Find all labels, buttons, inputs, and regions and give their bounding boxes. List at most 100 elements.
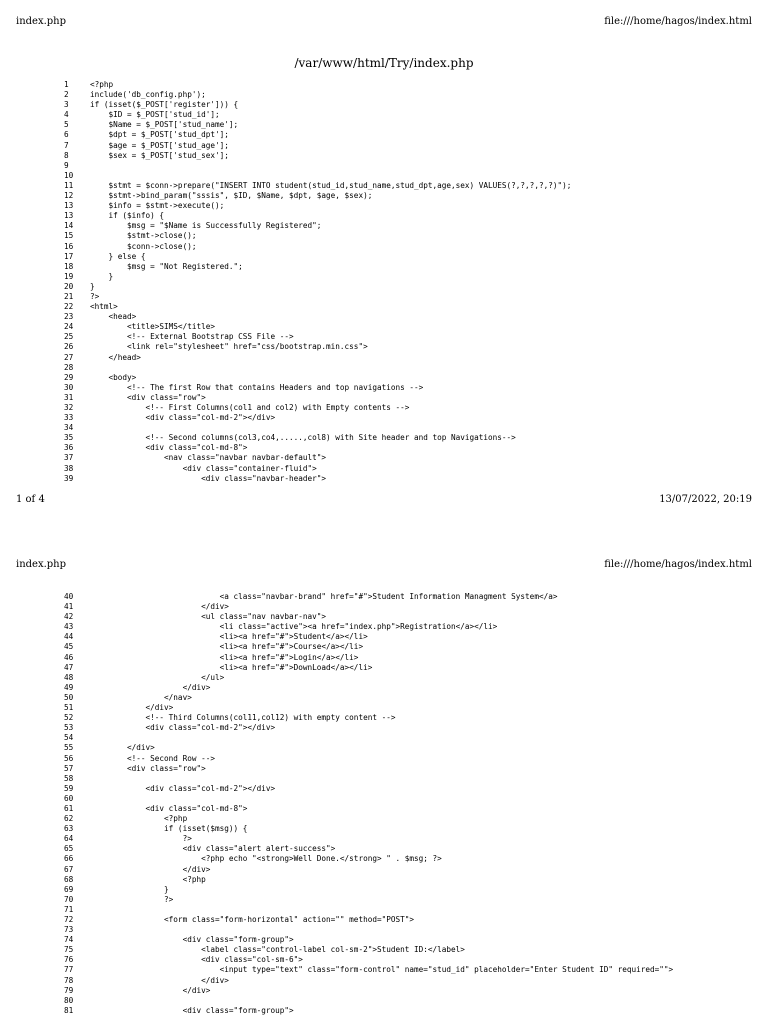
line-text: <div class="navbar-header"> [90,473,327,483]
code-line: 81 <div class="form-group"> [64,1006,673,1016]
code-line: 51 </div> [64,703,673,713]
line-number: 54 [64,733,74,743]
code-line: 66 <?php echo "<strong>Well Done.</stron… [64,854,673,864]
code-line: 65 <div class="alert alert-success"> [64,844,673,854]
code-line: 60 [64,794,673,804]
code-line: 21?> [64,292,571,302]
line-text: if ($info) { [90,211,165,221]
line-number: 66 [64,854,74,864]
line-text: <div class="alert alert-success"> [90,844,336,854]
line-text: <?php [90,814,188,824]
line-text: <div class="form-group"> [90,1005,294,1015]
line-text: } [90,884,169,894]
code-line: 19 } [64,272,571,282]
line-text: ?> [90,894,174,904]
code-line: 61 <div class="col-md-8"> [64,804,673,814]
line-text: <li><a href="#">Course</a></li> [90,642,364,652]
line-text: <!-- Third Columns(col11,col12) with emp… [90,713,396,723]
line-number: 55 [64,743,74,753]
line-text: </nav> [90,692,192,702]
line-number: 20 [64,281,74,291]
page1-header-right: file:///home/hagos/index.html [604,16,752,27]
line-number: 33 [64,413,74,423]
line-text: </ul> [90,672,225,682]
line-text: } [90,271,114,281]
line-text: if (isset($_POST['register'])) { [90,100,239,110]
line-number: 3 [64,100,69,110]
code-line: 75 <label class="control-label col-sm-2"… [64,945,673,955]
line-number: 57 [64,763,74,773]
line-text: </div> [90,602,229,612]
page2-header-right: file:///home/hagos/index.html [604,559,752,570]
line-text: <!-- External Bootstrap CSS File --> [90,332,294,342]
line-text: <!-- Second Row --> [90,753,215,763]
line-number: 77 [64,965,74,975]
line-number: 68 [64,874,74,884]
line-text: <form class="form-horizontal" action="" … [90,915,414,924]
code-line: 22<html> [64,302,571,312]
code-line: 3 if (isset($_POST['register'])) { [64,100,571,110]
line-text: } [90,281,95,291]
code-line: 59 <div class="col-md-2"></div> [64,784,673,794]
line-number: 59 [64,783,74,793]
code-line: 79 </div> [64,986,673,996]
line-text: <div class="container-fluid"> [90,463,317,473]
line-text: <div class="row"> [90,392,206,402]
line-text: <li><a href="#">DownLoad</a></li> [90,662,373,672]
code-line: 54 [64,733,673,743]
line-text: <label class="control-label col-sm-2">St… [90,945,465,955]
code-line: 64 ?> [64,834,673,844]
line-number: 31 [64,392,74,402]
line-text: $conn->close(); [90,241,197,251]
line-number: 38 [64,463,74,473]
code-line: 18 $msg = "Not Registered."; [64,262,571,272]
code-line: 13 if ($info) { [64,211,571,221]
line-text: $Name = $_POST['stud_name']; [90,120,239,130]
code-line: 28 [64,363,571,373]
line-text: $ID = $_POST['stud_id']; [90,110,220,120]
line-number: 29 [64,372,74,382]
code-line: 30 <!-- The first Row that contains Head… [64,383,571,393]
line-number: 50 [64,692,74,702]
code-line: 43 <li class="active"><a href="index.php… [64,622,673,632]
code-line: 27 </head> [64,353,571,363]
page2-code-listing: 40 <a class="navbar-brand" href="#">Stud… [64,592,673,1016]
code-line: 33 <div class="col-md-2"></div> [64,413,571,423]
code-line: 8 $sex = $_POST['stud_sex']; [64,151,571,161]
code-line: 45 <li><a href="#">Course</a></li> [64,642,673,652]
code-line: 73 [64,925,673,935]
code-line: 44 <li><a href="#">Student</a></li> [64,632,673,642]
line-text: </div> [90,985,211,995]
line-text: <div class="col-md-2"></div> [90,723,276,733]
line-number: 42 [64,612,74,622]
code-line: 40 <a class="navbar-brand" href="#">Stud… [64,592,673,602]
line-text: ?> [90,834,192,844]
page1-footer-right: 13/07/2022, 20:19 [659,494,752,505]
code-line: 67 </div> [64,865,673,875]
code-line: 5 $Name = $_POST['stud_name']; [64,120,571,130]
line-number: 34 [64,423,74,433]
line-text: if (isset($msg)) { [90,824,248,834]
line-number: 69 [64,884,74,894]
line-text: <!-- The first Row that contains Headers… [90,382,424,392]
line-number: 78 [64,975,74,985]
code-line: 62 <?php [64,814,673,824]
line-number: 81 [64,1005,74,1015]
page1-header-left: index.php [16,16,67,27]
line-number: 25 [64,332,74,342]
line-number: 61 [64,803,74,813]
code-line: 41 </div> [64,602,673,612]
line-number: 62 [64,814,74,824]
code-line: 26 <link rel="stylesheet" href="css/boot… [64,342,571,352]
line-number: 64 [64,834,74,844]
code-line: 20} [64,282,571,292]
line-text: <!-- First Columns(col1 and col2) with E… [90,403,410,412]
line-number: 45 [64,642,74,652]
code-line: 35 <!-- Second columns(col3,co4,.....,co… [64,433,571,443]
line-text: <!-- Second columns(col3,co4,.....,col8)… [90,433,516,443]
line-number: 28 [64,362,74,372]
code-line: 69 } [64,885,673,895]
code-line: 53 <div class="col-md-2"></div> [64,723,673,733]
code-line: 16 $conn->close(); [64,242,571,252]
code-line: 39 <div class="navbar-header"> [64,474,571,484]
